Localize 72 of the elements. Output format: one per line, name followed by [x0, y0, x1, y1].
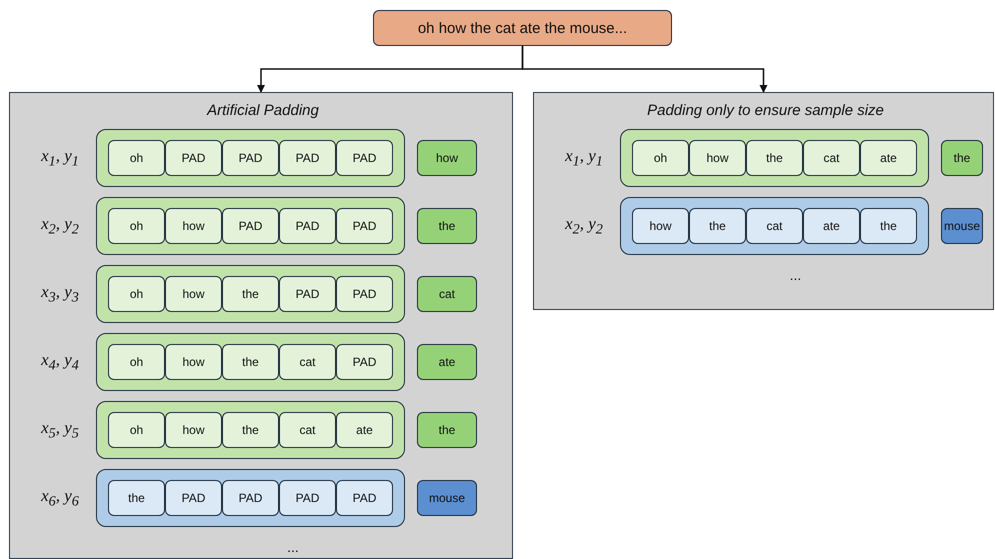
token-box: how — [165, 412, 222, 448]
token-box: how — [165, 344, 222, 380]
ellipsis-text: ... — [790, 267, 802, 283]
token-box: PAD — [279, 276, 336, 312]
token-box: the — [860, 208, 917, 244]
token-box: oh — [108, 140, 165, 176]
token-box: PAD — [279, 208, 336, 244]
token-box: cat — [803, 140, 860, 176]
token-box: cat — [746, 208, 803, 244]
sequence-container — [96, 333, 405, 391]
token-box: oh — [108, 412, 165, 448]
sequence-container — [620, 129, 929, 187]
target-box: the — [417, 412, 477, 448]
token-box: oh — [108, 344, 165, 380]
sample-label: x$_{3}$, y$_{3}$ — [40, 282, 80, 306]
token-box: PAD — [336, 480, 393, 516]
sequence-container — [96, 401, 405, 459]
sequence-container — [96, 265, 405, 323]
token-box: PAD — [336, 140, 393, 176]
panel-heading: Padding only to ensure sample size — [647, 101, 884, 121]
sample-label: x$_{2}$, y$_{2}$ — [564, 214, 604, 238]
sample-label: x$_{2}$, y$_{2}$ — [40, 214, 80, 238]
token-box: ate — [860, 140, 917, 176]
token-box: how — [165, 276, 222, 312]
sample-label: x$_{6}$, y$_{6}$ — [40, 486, 80, 510]
panel — [533, 92, 994, 310]
token-box: how — [632, 208, 689, 244]
token-box: the — [689, 208, 746, 244]
token-box: PAD — [279, 480, 336, 516]
panel-heading: Artificial Padding — [207, 101, 319, 121]
sequence-container — [96, 129, 405, 187]
token-box: PAD — [165, 480, 222, 516]
target-box: the — [941, 140, 983, 176]
target-box: cat — [417, 276, 477, 312]
token-box: PAD — [222, 140, 279, 176]
token-box: PAD — [279, 140, 336, 176]
sample-label: x$_{1}$, y$_{1}$ — [564, 146, 604, 170]
token-box: PAD — [222, 480, 279, 516]
sample-label: x$_{1}$, y$_{1}$ — [40, 146, 80, 170]
token-box: oh — [108, 208, 165, 244]
token-box: PAD — [336, 344, 393, 380]
sample-label: x$_{4}$, y$_{4}$ — [40, 350, 80, 374]
sequence-container — [96, 469, 405, 527]
sample-label: x$_{5}$, y$_{5}$ — [40, 418, 80, 442]
token-box: how — [689, 140, 746, 176]
token-box: the — [222, 344, 279, 380]
target-box: mouse — [417, 480, 477, 516]
token-box: ate — [336, 412, 393, 448]
token-box: oh — [108, 276, 165, 312]
token-box: PAD — [222, 208, 279, 244]
token-box: cat — [279, 412, 336, 448]
token-box: the — [222, 276, 279, 312]
arrow-connector — [522, 46, 768, 93]
token-box: ate — [803, 208, 860, 244]
target-box: ate — [417, 344, 477, 380]
sentence-box: oh how the cat ate the mouse... — [373, 10, 672, 46]
token-box: PAD — [336, 276, 393, 312]
panel — [9, 92, 513, 559]
token-box: the — [746, 140, 803, 176]
sequence-container — [96, 197, 405, 255]
token-box: the — [108, 480, 165, 516]
token-box: how — [165, 208, 222, 244]
token-box: PAD — [336, 208, 393, 244]
sequence-container — [620, 197, 929, 255]
token-box: the — [222, 412, 279, 448]
target-box: how — [417, 140, 477, 176]
target-box: mouse — [941, 208, 983, 244]
token-box: oh — [632, 140, 689, 176]
token-box: PAD — [165, 140, 222, 176]
token-box: cat — [279, 344, 336, 380]
ellipsis-text: ... — [287, 539, 299, 555]
target-box: the — [417, 208, 477, 244]
